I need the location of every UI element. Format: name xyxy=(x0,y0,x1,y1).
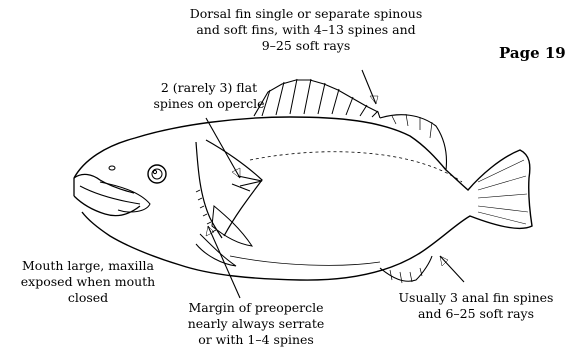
label-anal-fin: Usually 3 anal fin spines and 6–25 soft … xyxy=(372,290,580,322)
belly-contour xyxy=(230,256,380,265)
opercle-leader xyxy=(206,118,240,178)
fish-pupil xyxy=(152,169,162,179)
dorsal-leader xyxy=(362,70,376,104)
fish-eye xyxy=(148,165,166,183)
opercle-margin xyxy=(206,140,262,236)
pectoral-fin xyxy=(212,206,252,246)
label-preopercle: Margin of preopercle nearly always serra… xyxy=(166,300,346,348)
label-dorsal-fin: Dorsal fin single or separate spinous an… xyxy=(186,6,426,54)
soft-dorsal-rays xyxy=(392,114,432,138)
label-mouth: Mouth large, maxilla exposed when mouth … xyxy=(0,258,176,306)
anal-leader xyxy=(440,256,464,282)
opercle-spines xyxy=(232,176,262,191)
lateral-line xyxy=(250,152,462,182)
page-number: Page 19 xyxy=(499,44,566,62)
fish-body-outline xyxy=(74,117,532,280)
soft-dorsal-fin xyxy=(380,115,447,170)
upper-lip xyxy=(74,174,134,193)
eye-highlight xyxy=(153,170,156,173)
caudal-fin-rays xyxy=(478,160,528,224)
label-opercle-spines: 2 (rarely 3) flat spines on opercle xyxy=(129,80,289,112)
nostril xyxy=(109,166,115,170)
lower-jaw xyxy=(74,196,140,216)
mouth-line xyxy=(80,186,140,204)
preopercle-leader xyxy=(208,226,240,298)
